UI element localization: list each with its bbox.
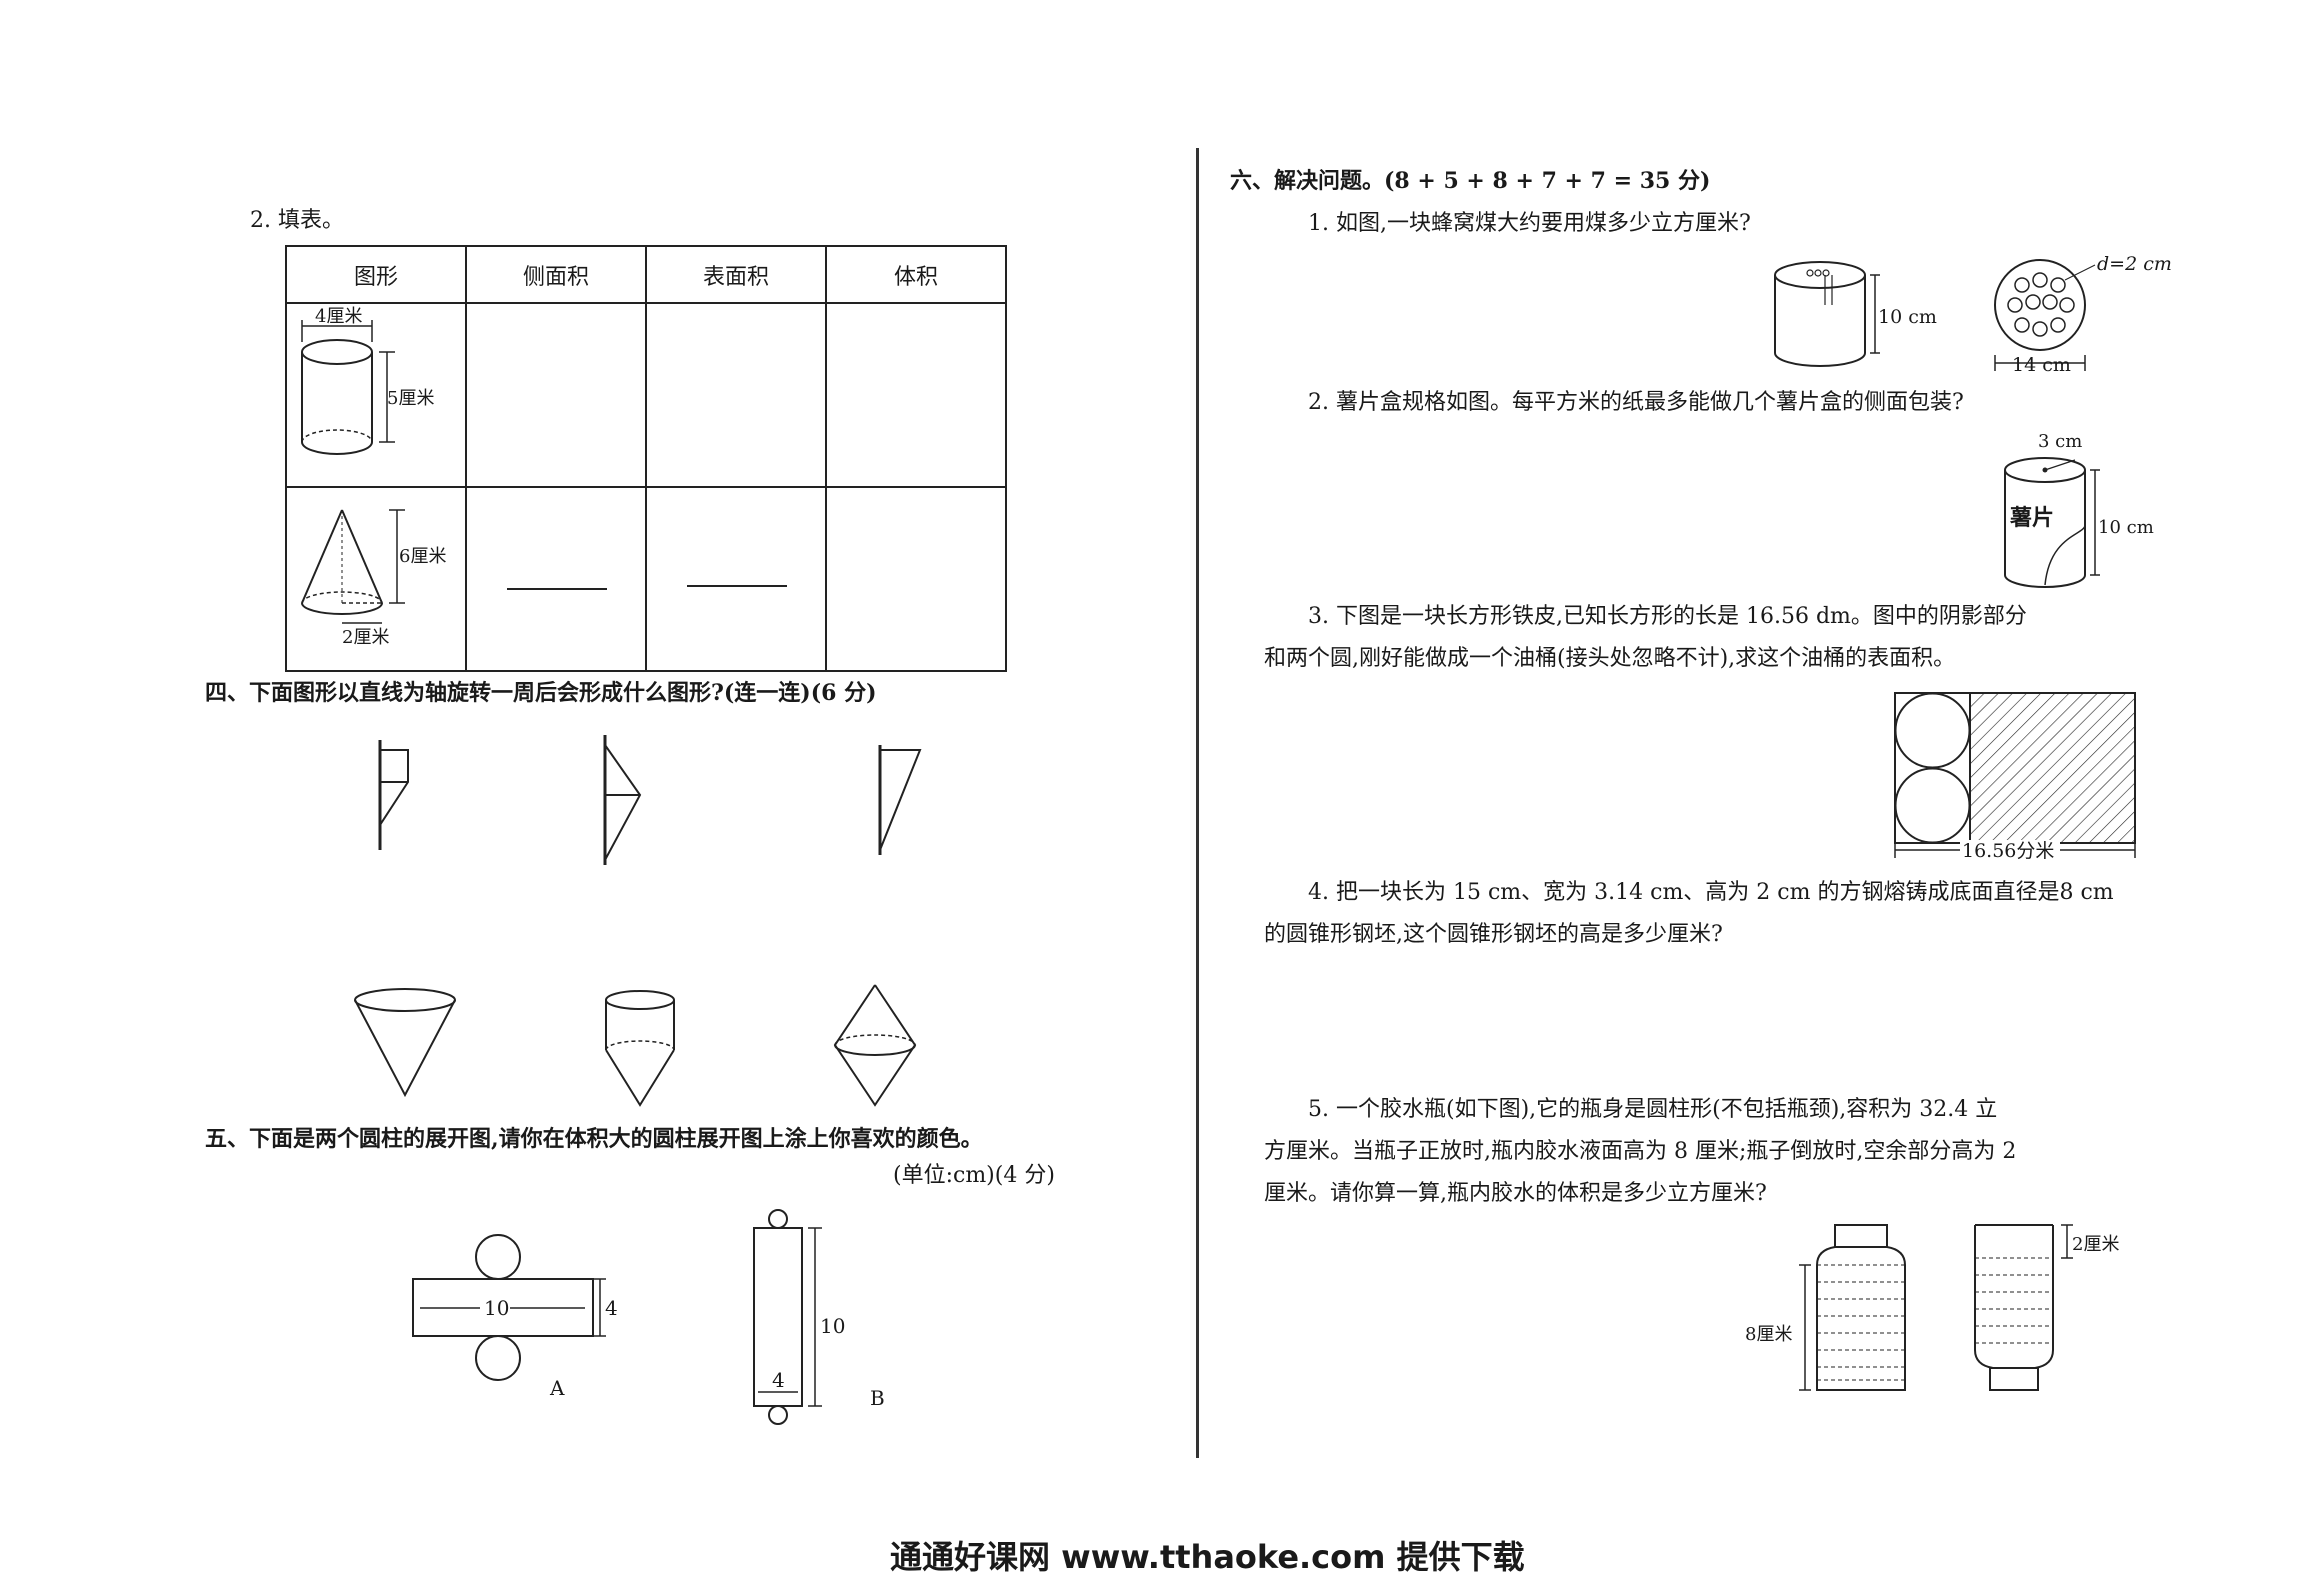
q2-text: 2. 薯片盒规格如图。每平方米的纸最多能做几个薯片盒的侧面包装? (1308, 390, 1964, 415)
net-b-label: B (870, 1386, 885, 1410)
net-a-length: 10 (484, 1296, 509, 1320)
cell-cylinder-figure: 4厘米 5厘米 (285, 302, 467, 488)
rotation-shape-2[interactable] (603, 735, 642, 865)
glue-bottle-figure: 8厘米 2厘米 (1745, 1224, 2119, 1391)
cell-cone-volume[interactable] (825, 486, 1007, 672)
rotation-shape-3[interactable] (878, 745, 922, 855)
q4-text-line1: 4. 把一块长为 15 cm、宽为 3.14 cm、高为 2 cm 的方钢熔铸成… (1308, 880, 2114, 905)
coal-height-label: 10 cm (1878, 306, 1937, 328)
chip-height-label: 10 cm (2098, 517, 2154, 538)
net-a-label: A (549, 1376, 565, 1400)
hole-diameter-label: d=2 cm (2097, 253, 2172, 275)
q5-text-line1: 5. 一个胶水瓶(如下图),它的瓶身是圆柱形(不包括瓶颈),容积为 32.4 立 (1308, 1097, 1998, 1122)
solid-cylinder-cone[interactable] (605, 990, 675, 1107)
cone-figure: 6厘米 2厘米 (301, 509, 446, 648)
chip-radius-label: 3 cm (2038, 431, 2082, 452)
net-b[interactable]: 10 4 B (740, 1205, 920, 1435)
rotation-shapes (378, 735, 922, 865)
chip-label: 薯片 (2009, 505, 2054, 531)
q3-text-line2: 和两个圆,刚好能做成一个油桶(接头处忽略不计),求这个油桶的表面积。 (1264, 646, 1956, 671)
solid-cone[interactable] (354, 988, 456, 1098)
fill-table: 图形 侧面积 表面积 体积 4厘米 5厘米 (285, 245, 1007, 672)
net-b-length: 10 (820, 1314, 845, 1338)
cyl-height-label: 5厘米 (387, 388, 434, 409)
net-b-width: 4 (772, 1368, 785, 1392)
footer-credit: 通通好课网 www.tthaoke.com 提供下载 (890, 1538, 1525, 1576)
sheet-length-label: 16.56分米 (1962, 840, 2054, 862)
column-divider (1196, 148, 1199, 1458)
coal-width-label: 14 cm (2012, 354, 2071, 376)
cone-height-label: 6厘米 (399, 546, 446, 567)
solid-shapes (354, 984, 917, 1107)
section5-title: 五、下面是两个圆柱的展开图,请你在体积大的圆柱展开图上涂上你喜欢的颜色。 (205, 1126, 983, 1152)
cylinder-figure: 4厘米 5厘米 (301, 306, 434, 455)
upright-height-label: 8厘米 (1745, 1324, 1792, 1345)
section6-title: 六、解决问题。(8 + 5 + 8 + 7 + 7 = 35 分) (1230, 168, 1711, 194)
section5-unit: (单位:cm)(4 分) (893, 1163, 1055, 1188)
honeycomb-coal-figure: 10 cm d=2 cm 14 cm (1774, 253, 2172, 376)
q5-text-line3: 厘米。请你算一算,瓶内胶水的体积是多少立方厘米? (1264, 1181, 1767, 1206)
iron-sheet-figure: 16.56分米 (1894, 692, 2136, 862)
cell-cone-figure: 6厘米 2厘米 (285, 486, 467, 672)
cone-radius-label: 2厘米 (342, 627, 389, 648)
header-volume: 体积 (825, 245, 1007, 304)
q5-text-line2: 方厘米。当瓶子正放时,瓶内胶水液面高为 8 厘米;瓶子倒放时,空余部分高为 2 (1264, 1139, 2017, 1164)
header-shape: 图形 (285, 245, 467, 304)
inverted-empty-label: 2厘米 (2072, 1234, 2119, 1255)
cell-cylinder-volume[interactable] (825, 302, 1007, 488)
q1-text: 1. 如图,一块蜂窝煤大约要用煤多少立方厘米? (1308, 211, 1751, 236)
cell-cylinder-surface[interactable] (645, 302, 827, 488)
cell-cone-lateral[interactable] (465, 486, 647, 672)
q4-text-line2: 的圆锥形钢坯,这个圆锥形钢坯的高是多少厘米? (1264, 922, 1723, 947)
solid-double-cone[interactable] (833, 984, 917, 1107)
q3-text-line1: 3. 下图是一块长方形铁皮,已知长方形的长是 16.56 dm。图中的阴影部分 (1308, 604, 2027, 629)
net-a[interactable]: 10 4 A (400, 1225, 640, 1405)
cyl-diam-label: 4厘米 (315, 306, 362, 327)
header-surface-area: 表面积 (645, 245, 827, 304)
cell-cone-surface[interactable] (645, 486, 827, 672)
net-a-width: 4 (605, 1296, 618, 1320)
cell-cylinder-lateral[interactable] (465, 302, 647, 488)
section4-title: 四、下面图形以直线为轴旋转一周后会形成什么图形?(连一连)(6 分) (205, 680, 877, 706)
chip-box-figure: 3 cm 薯片 10 cm (2004, 431, 2154, 588)
rotation-shape-1[interactable] (378, 740, 409, 850)
header-lateral-area: 侧面积 (465, 245, 647, 304)
q2-title: 2. 填表。 (250, 208, 344, 233)
